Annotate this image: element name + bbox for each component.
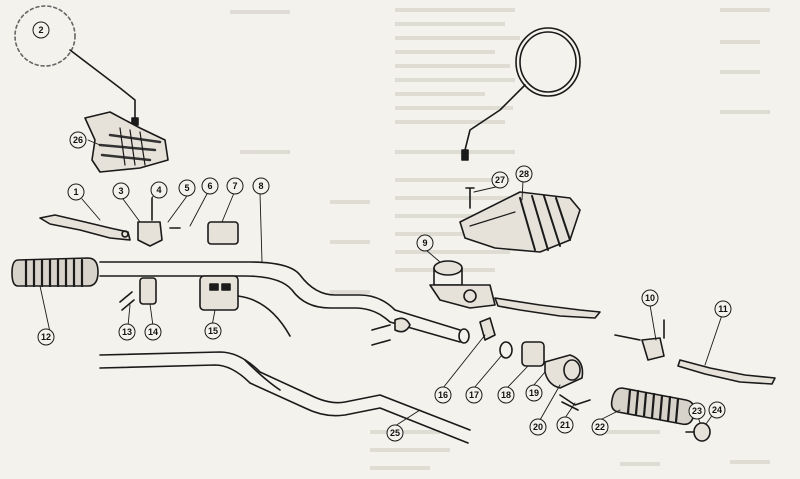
svg-text:8: 8 (258, 181, 263, 191)
callout-15: 15 (204, 322, 222, 340)
right-handguard (459, 191, 581, 253)
brake-lever (494, 297, 601, 319)
callout-13: 13 (118, 323, 136, 341)
svg-text:2: 2 (38, 25, 43, 35)
throttle-clamp (371, 317, 513, 359)
svg-text:16: 16 (438, 390, 448, 400)
callout-25: 25 (386, 424, 404, 442)
right-lever-perch (614, 319, 665, 361)
brake-master-cylinder (429, 260, 496, 309)
callout-19: 19 (525, 384, 543, 402)
callout-10: 10 (641, 289, 659, 307)
callout-4: 4 (150, 181, 168, 199)
svg-text:14: 14 (148, 327, 158, 337)
callout-20: 20 (529, 418, 547, 436)
callout-14: 14 (144, 323, 162, 341)
svg-text:4: 4 (156, 185, 161, 195)
callout-17: 17 (465, 386, 483, 404)
svg-text:25: 25 (390, 428, 400, 438)
svg-text:26: 26 (73, 135, 83, 145)
svg-text:1: 1 (73, 187, 78, 197)
callout-28: 28 (515, 165, 533, 183)
callout-23: 23 (688, 402, 706, 420)
callout-3: 3 (112, 182, 130, 200)
callout-12: 12 (37, 328, 55, 346)
svg-text:18: 18 (501, 390, 511, 400)
svg-text:28: 28 (519, 169, 529, 179)
left-switch-housing (119, 275, 291, 337)
svg-text:24: 24 (712, 405, 722, 415)
svg-text:22: 22 (595, 422, 605, 432)
bar-ends (685, 422, 711, 442)
callout-1: 1 (67, 183, 85, 201)
callout-27: 27 (491, 171, 509, 189)
svg-text:20: 20 (533, 422, 543, 432)
right-mirror (461, 27, 581, 161)
callout-7: 7 (226, 177, 244, 195)
callout-22: 22 (591, 418, 609, 436)
callout-8: 8 (252, 177, 270, 195)
left-grip (11, 257, 99, 288)
callouts: 2 26 1 3 4 5 6 7 8 27 28 9 10 11 12 13 1… (32, 21, 732, 442)
throttle-housing (521, 341, 591, 411)
svg-text:12: 12 (41, 332, 51, 342)
callout-18: 18 (497, 386, 515, 404)
svg-text:9: 9 (422, 238, 427, 248)
callout-9: 9 (416, 234, 434, 252)
callout-24: 24 (708, 401, 726, 419)
svg-text:7: 7 (232, 181, 237, 191)
svg-text:19: 19 (529, 388, 539, 398)
handlebar (99, 261, 470, 344)
svg-text:5: 5 (184, 183, 189, 193)
callout-21: 21 (556, 416, 574, 434)
svg-text:17: 17 (469, 390, 479, 400)
callout-16: 16 (434, 386, 452, 404)
svg-text:13: 13 (122, 327, 132, 337)
svg-text:6: 6 (207, 181, 212, 191)
crossbar-handlebar (99, 351, 471, 444)
callout-26: 26 (69, 131, 87, 149)
right-lever (677, 359, 776, 385)
svg-text:11: 11 (718, 304, 728, 314)
callout-11: 11 (714, 300, 732, 318)
bolt-27 (465, 187, 475, 209)
svg-text:23: 23 (692, 406, 702, 416)
callout-6: 6 (201, 177, 219, 195)
right-grip (610, 387, 696, 426)
svg-text:15: 15 (208, 326, 218, 336)
left-handguard (84, 111, 169, 173)
callout-5: 5 (178, 179, 196, 197)
svg-text:27: 27 (495, 175, 505, 185)
svg-text:10: 10 (645, 293, 655, 303)
callout-2: 2 (32, 21, 50, 39)
left-mirror (14, 5, 139, 126)
clutch-lever (39, 214, 131, 241)
lever-perch (137, 197, 239, 247)
svg-text:21: 21 (560, 420, 570, 430)
svg-text:3: 3 (118, 186, 123, 196)
